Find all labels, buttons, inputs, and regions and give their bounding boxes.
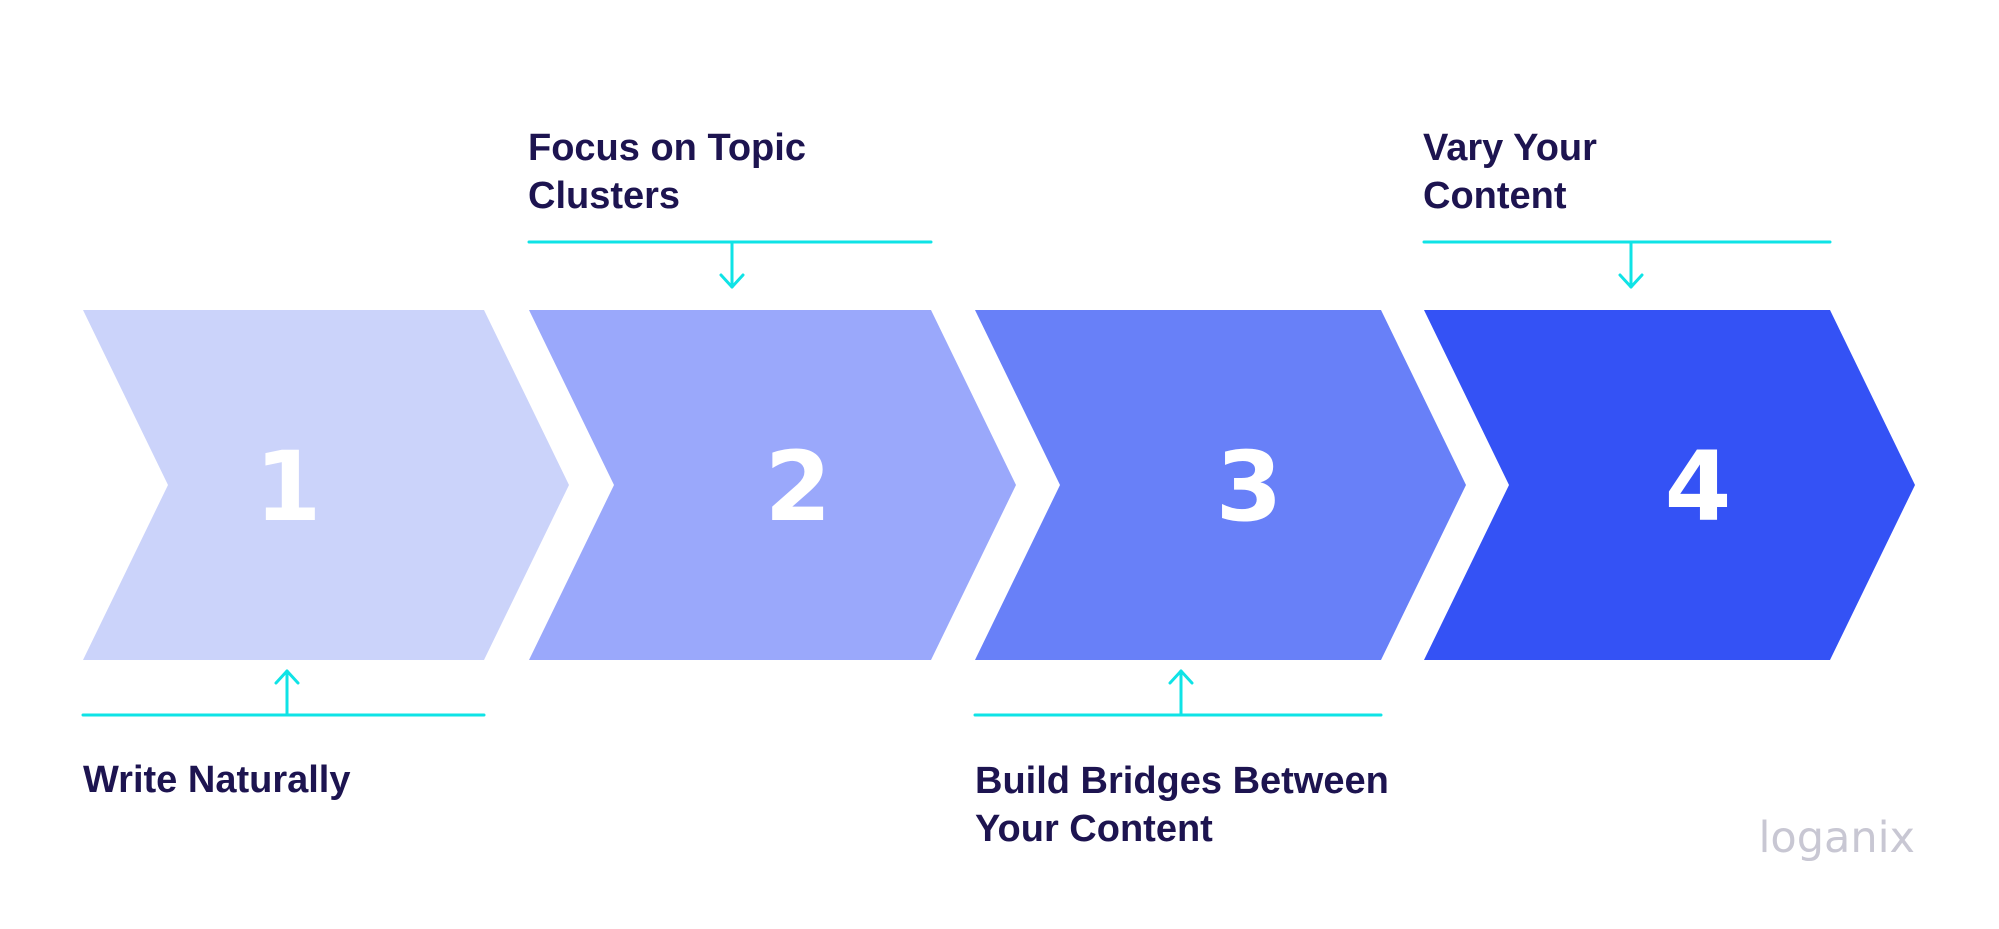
arrow-down-icon [719,273,745,289]
arrow-up-icon [274,669,300,685]
step-2-connector [527,240,933,289]
step-2-label: Focus on Topic Clusters [528,127,806,217]
step-1-connector [81,669,486,717]
loganix-logo: loganix [1758,813,1915,863]
step-3-number: 3 [1216,431,1283,543]
step-4-chevron [1424,310,1915,660]
step-4-label: Vary Your Content [1423,127,1597,217]
arrow-down-icon [1618,273,1644,289]
step-1-label: Write Naturally [83,759,351,801]
step-4-connector [1422,240,1832,289]
step-3-chevron [975,310,1466,660]
step-2-number: 2 [765,431,832,543]
step-2-chevron [529,310,1016,660]
step-3-label: Build Bridges Between Your Content [975,760,1389,850]
step-1-number: 1 [255,431,322,543]
step-4-number: 4 [1665,431,1732,543]
step-1-chevron [83,310,569,660]
step-3-connector [973,669,1383,717]
arrow-up-icon [1168,669,1194,685]
